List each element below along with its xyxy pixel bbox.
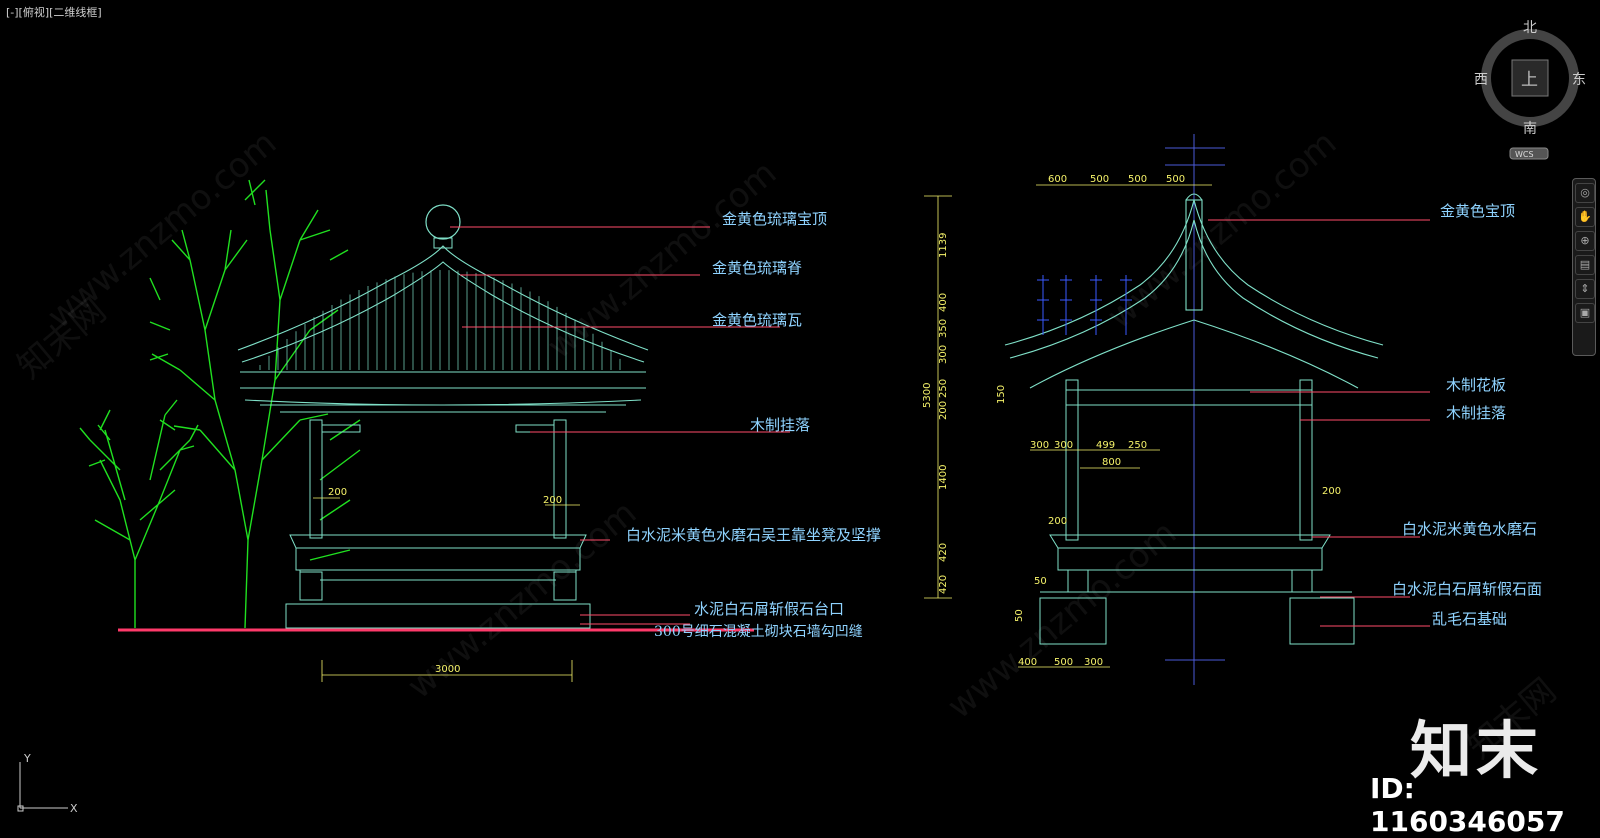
ucs-graphic: Y X (17, 752, 78, 815)
roof-tiles (259, 270, 621, 370)
dim-side-mid-0: 300 (1030, 440, 1049, 451)
side-grid (1037, 275, 1132, 335)
front-columns (309, 419, 567, 539)
dim-front-column-right: 200 (543, 495, 562, 506)
watermark-text: www.znzmo.com (940, 513, 1184, 727)
side-columns (1065, 379, 1313, 541)
wcs-menu-button[interactable] (1509, 147, 1549, 160)
note-side-rubble-foundation: 乱毛石基础 (1432, 610, 1507, 628)
side-leaders (1208, 219, 1430, 627)
resource-id: ID: 1160346057 (1370, 772, 1565, 838)
dim-side-base-1: 500 (1054, 657, 1073, 668)
dim-side-base-0: 400 (1018, 657, 1037, 668)
note-front-terrace: 水泥白石屑斩假石台口 (694, 600, 844, 618)
dim-side-mid-3: 250 (1128, 440, 1147, 451)
note-front-tile: 金黄色琉璃瓦 (712, 311, 802, 329)
walk-icon[interactable]: ⇕ (1575, 279, 1595, 299)
dim-side-left-2: 350 (938, 319, 949, 338)
side-dim-lines (924, 184, 1212, 668)
front-elevation: 金黄色琉璃宝顶 金黄色琉璃脊 金黄色琉璃瓦 木制挂落 白水泥米黄色水磨石吴王靠坐… (79, 179, 881, 682)
compass-ring[interactable] (1481, 29, 1579, 127)
dim-side-left-5: 200 (938, 401, 949, 420)
compass-north[interactable]: 北 (1523, 20, 1537, 36)
dim-side-col-left: 200 (1048, 516, 1067, 527)
dim-side-left-3: 300 (938, 345, 949, 364)
brand-logo: 知末 (1410, 714, 1543, 787)
dim-side-base-small: 50 (1014, 609, 1025, 622)
note-side-finial: 金黄色宝顶 (1440, 202, 1515, 220)
dim-side-left-6: 1400 (938, 465, 949, 490)
orbit-icon[interactable]: ▤ (1575, 255, 1595, 275)
dim-side-col-right: 200 (1322, 486, 1341, 497)
front-dims (313, 497, 580, 682)
note-side-flower-board: 木制花板 (1446, 376, 1506, 394)
dim-side-base-2: 300 (1084, 657, 1103, 668)
dim-side-left-7: 420 (938, 543, 949, 562)
dim-side-small: 150 (996, 385, 1007, 404)
note-front-ridge: 金黄色琉璃脊 (712, 259, 802, 277)
dim-side-left-0: 1139 (938, 233, 949, 258)
watermark-text: www.znzmo.com (1100, 123, 1344, 337)
side-base (1039, 534, 1355, 645)
zoom-icon[interactable]: ⊕ (1575, 231, 1595, 251)
dim-side-left-4: 250 (938, 379, 949, 398)
dim-side-top-3: 500 (1166, 174, 1185, 185)
note-front-finial: 金黄色琉璃宝顶 (722, 210, 827, 228)
dim-side-mid-total: 800 (1102, 457, 1121, 468)
dim-side-left-1: 400 (938, 293, 949, 312)
wcs-label: WCS (1515, 150, 1534, 159)
ucs-y-label: Y (23, 752, 31, 765)
dim-front-column-left: 200 (328, 487, 347, 498)
compass-east[interactable]: 东 (1572, 72, 1586, 88)
dim-side-top-1: 500 (1090, 174, 1109, 185)
side-left-dims: 1139 400 350 300 250 200 1400 420 420 53… (922, 233, 1025, 622)
note-front-bench: 白水泥米黄色水磨石吴王靠坐凳及坚撑 (626, 526, 881, 544)
dim-side-top-2: 500 (1128, 174, 1147, 185)
dim-side-mid-1: 300 (1054, 440, 1073, 451)
dim-front-width: 3000 (435, 664, 460, 675)
dim-side-total-height: 5300 (922, 383, 933, 408)
tree-left (79, 179, 361, 629)
compass-south[interactable]: 南 (1523, 121, 1537, 137)
note-side-stone-face: 白水泥白石屑斩假石面 (1392, 580, 1542, 598)
front-leaders (450, 226, 790, 625)
viewcube-top-label: 上 (1521, 70, 1538, 90)
steering-wheel-icon[interactable]: ◎ (1575, 183, 1595, 203)
ucs-x-label: X (70, 802, 78, 815)
ucs-icon: Y X (14, 752, 84, 816)
viewport-label[interactable]: [-][俯视][二维线框] (6, 6, 102, 19)
note-side-hanging: 木制挂落 (1446, 404, 1506, 422)
viewcube-graphic: 上 北 南 西 东 WCS (1474, 20, 1586, 160)
dim-side-left-8: 420 (938, 575, 949, 594)
dim-side-mid-2: 499 (1096, 440, 1115, 451)
dim-side-base-small-top: 50 (1034, 576, 1047, 587)
roof-finial (425, 204, 461, 240)
note-side-terrazzo: 白水泥米黄色水磨石 (1402, 520, 1537, 538)
pan-icon[interactable]: ✋ (1575, 207, 1595, 227)
viewcube[interactable]: 上 北 南 西 东 WCS (1470, 10, 1590, 160)
side-elevation: 金黄色宝顶 木制花板 木制挂落 白水泥米黄色水磨石 白水泥白石屑斩假石面 乱毛石… (922, 134, 1542, 685)
note-front-hanging: 木制挂落 (750, 416, 810, 434)
side-centerline (1165, 134, 1225, 685)
front-base (285, 534, 591, 629)
compass-west[interactable]: 西 (1474, 72, 1488, 88)
side-roof (1004, 193, 1384, 389)
viewcube-top-face[interactable] (1511, 59, 1549, 97)
note-front-wall: 300号细石混凝土砌块石墙勾凹缝 (654, 624, 863, 640)
showmotion-icon[interactable]: ▣ (1575, 303, 1595, 323)
dim-side-top-0: 600 (1048, 174, 1067, 185)
navigation-bar: ◎ ✋ ⊕ ▤ ⇕ ▣ (1572, 178, 1596, 356)
